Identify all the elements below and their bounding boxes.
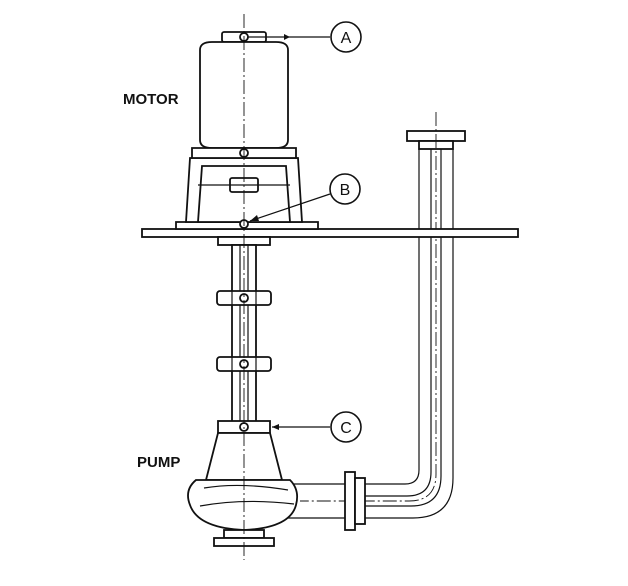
- discharge-pipe-outer-right: [365, 149, 454, 519]
- callout-c: C: [272, 411, 362, 443]
- callout-b-label: B: [340, 182, 351, 199]
- discharge-centerline: [300, 112, 437, 502]
- discharge-pipe-inner-right: [365, 149, 442, 507]
- motor: [191, 31, 297, 159]
- discharge-pipe-outer-left: [365, 149, 420, 485]
- discharge-pipe: [288, 112, 466, 531]
- motor-housing: [199, 41, 289, 149]
- pump-label: PUMP: [137, 454, 180, 471]
- callout-c-label: C: [340, 420, 352, 437]
- pump: [187, 420, 299, 547]
- callout-b: B: [249, 173, 361, 222]
- motor-label: MOTOR: [123, 91, 179, 108]
- mounting-plate: [141, 228, 519, 238]
- discharge-pipe-inner-left: [365, 149, 432, 497]
- callout-a-label: A: [341, 30, 352, 47]
- discharge-flange-left: [344, 471, 356, 531]
- motor-stand: [175, 157, 319, 230]
- callout-a: A: [248, 21, 362, 53]
- discharge-flange-right: [354, 477, 366, 525]
